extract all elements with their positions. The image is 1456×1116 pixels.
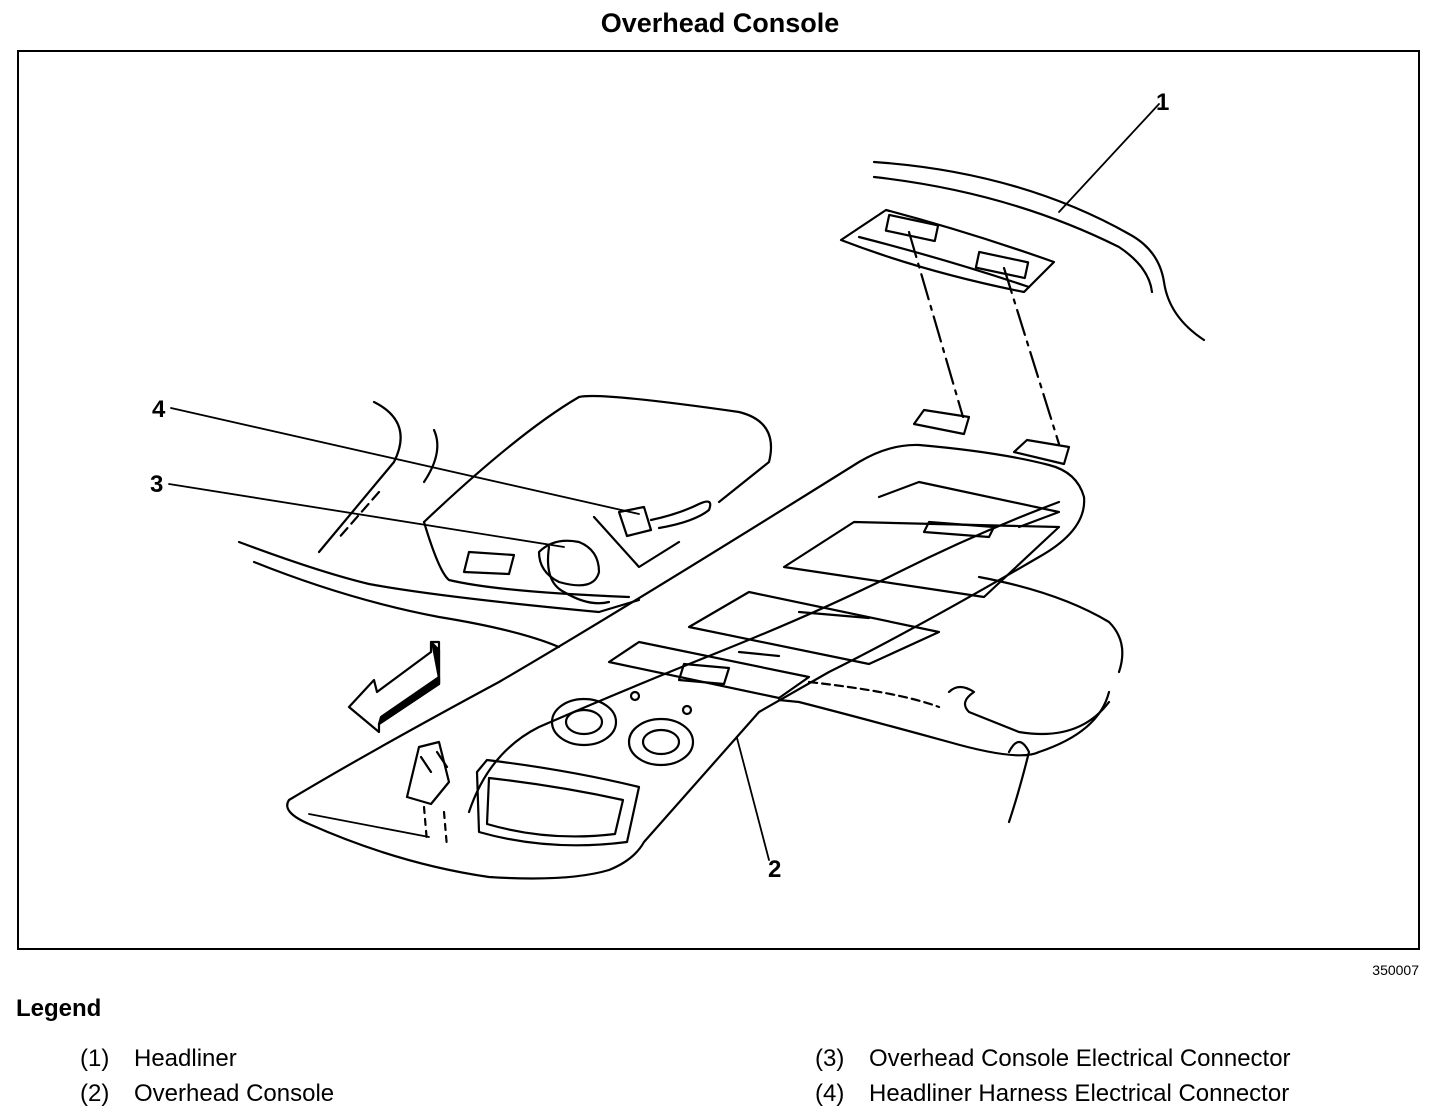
overhead-console-drawing [286, 443, 1086, 880]
legend-item-3: (3) Overhead Console Electrical Connector [815, 1045, 1291, 1073]
diagram-frame: 1 2 3 4 [17, 50, 1420, 950]
callout-leaders [168, 103, 1160, 861]
figure-id: 350007 [1372, 962, 1419, 978]
legend-label: Headliner [134, 1045, 237, 1072]
forward-arrow-icon [347, 640, 441, 734]
alignment-lines [907, 230, 1061, 446]
callout-3: 3 [150, 471, 163, 498]
legend-label: Overhead Console [134, 1080, 335, 1107]
wiring-harness [537, 500, 712, 605]
legend-label: Overhead Console Electrical Connector [869, 1045, 1291, 1072]
roof-panel-drawing [237, 394, 1124, 824]
page-title: Overhead Console [600, 8, 840, 38]
callout-1: 1 [1156, 89, 1169, 116]
legend-number: (2) [80, 1080, 110, 1107]
legend-heading: Legend [16, 995, 102, 1022]
legend-item-1: (1) Headliner [80, 1045, 237, 1073]
callout-2: 2 [768, 856, 781, 883]
overhead-console-diagram: 1 2 3 4 [150, 89, 1206, 883]
headliner-drawing [839, 160, 1206, 342]
legend-item-2: (2) Overhead Console [80, 1080, 334, 1108]
legend-label: Headliner Harness Electrical Connector [869, 1080, 1290, 1107]
console-clips [912, 408, 1071, 466]
legend-number: (1) [80, 1045, 110, 1072]
legend-item-4: (4) Headliner Harness Electrical Connecto… [815, 1080, 1289, 1108]
legend-number: (4) [815, 1080, 845, 1107]
callout-4: 4 [152, 396, 166, 423]
legend-number: (3) [815, 1045, 845, 1072]
